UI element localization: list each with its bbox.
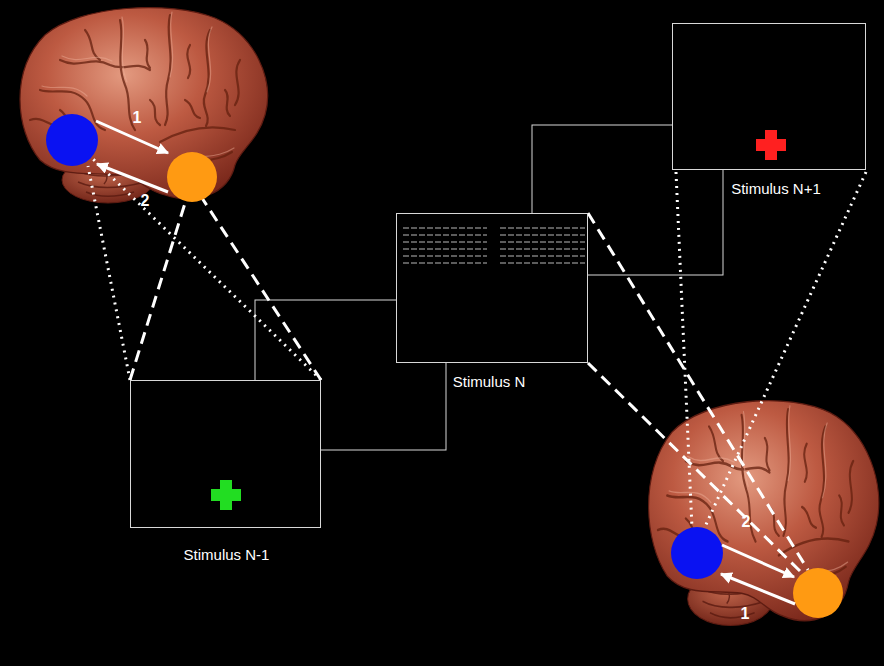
callout-number: 1 bbox=[741, 605, 750, 623]
dotted-projection bbox=[704, 172, 866, 529]
brain-illustration bbox=[20, 8, 268, 203]
blue-region bbox=[671, 527, 723, 579]
callout-number: 1 bbox=[133, 109, 142, 127]
orange-region bbox=[167, 152, 217, 202]
dotted-projection bbox=[676, 172, 692, 528]
brain-illustration bbox=[649, 401, 879, 626]
frame-ground bbox=[672, 23, 866, 170]
stimulus-frame: Stimulus N bbox=[396, 213, 588, 363]
stimulus-label: Stimulus N-1 bbox=[184, 546, 270, 564]
dashed-projection bbox=[588, 213, 808, 570]
dashed-projection bbox=[130, 200, 186, 380]
frame-ground bbox=[130, 380, 321, 528]
dashed-projection bbox=[202, 198, 321, 380]
orange-region bbox=[793, 568, 843, 618]
flow-arrow bbox=[722, 545, 794, 577]
callout-number: 2 bbox=[141, 192, 150, 210]
stimulus-frame: Stimulus N+1 bbox=[672, 23, 866, 170]
dotted-projection bbox=[88, 166, 130, 380]
callout-number: 2 bbox=[742, 513, 751, 531]
stimulus-label: Stimulus N bbox=[453, 373, 526, 391]
green-cross bbox=[211, 480, 241, 510]
blue-region bbox=[46, 114, 98, 166]
flow-arrow bbox=[97, 164, 168, 192]
frame-ground bbox=[396, 213, 588, 363]
red-cross bbox=[756, 130, 786, 160]
flow-arrow bbox=[721, 574, 795, 604]
stimulus-label: Stimulus N+1 bbox=[731, 180, 821, 198]
stimulus-frame: Stimulus N-1 bbox=[130, 380, 321, 528]
flow-arrow bbox=[96, 121, 168, 153]
text-dashes bbox=[403, 228, 585, 263]
